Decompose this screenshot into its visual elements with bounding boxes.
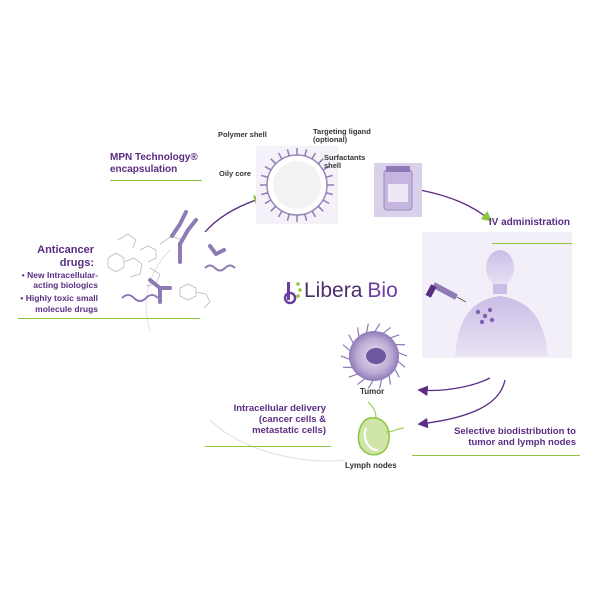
cycle-arc-left: [145, 249, 171, 331]
nanoparticle-spike: [261, 192, 269, 196]
nanoparticle-spike: [325, 174, 333, 178]
syringe-icon: [425, 282, 467, 303]
tumor-cell-icon: [340, 323, 408, 389]
nanoparticle-spike: [325, 192, 333, 196]
tumor-spike: [379, 378, 383, 389]
label-surfactants-shell: Surfactants shell: [324, 153, 366, 171]
rule-iv: [492, 243, 572, 244]
brand-wordmark: Libera Bio: [286, 279, 398, 303]
label-iv: IV administration: [488, 217, 570, 228]
arrow-mpn-to-iv: [419, 189, 492, 222]
tumor-spike: [397, 360, 406, 368]
nanoparticle-spike: [317, 205, 324, 212]
protein-coil-icon: [121, 264, 236, 302]
nanoparticle-spike: [311, 210, 317, 218]
tumor-spike: [388, 374, 392, 385]
molecule-icon: [107, 233, 211, 309]
label-intracellular: Intracellular delivery (cancer cells & m…: [233, 403, 326, 436]
nanoparticle-spike: [286, 213, 290, 221]
anticancer-item-small-molecules: Highly toxic small molecule drugs: [12, 293, 98, 313]
tumor-spike: [348, 334, 355, 344]
anticancer-list: New Intracellular-acting biologics Highl…: [12, 270, 98, 317]
tumor-spike: [389, 334, 400, 339]
arrow-to-tumor: [417, 377, 491, 396]
human-figure-icon: [422, 232, 572, 358]
brand-name-suffix: Bio: [367, 279, 398, 302]
tumor-spike: [342, 344, 351, 352]
rule-selective: [412, 455, 580, 456]
nanoparticle-spike: [264, 199, 272, 205]
tumor-spike: [382, 326, 391, 335]
arrow-drugs-to-mpn: [204, 195, 265, 233]
nanoparticle-spike: [277, 152, 283, 160]
rule-mpn: [110, 180, 202, 181]
nanoparticle-icon: [256, 146, 338, 224]
tumor-spike: [340, 355, 351, 361]
tumor-spike: [374, 323, 381, 333]
vial-icon: [374, 163, 422, 217]
nanoparticle-spike: [317, 158, 324, 165]
tumor-spike: [365, 323, 369, 334]
tumor-spike: [357, 377, 366, 386]
label-tumor: Tumor: [360, 387, 385, 396]
brand-name: Libera: [304, 279, 363, 302]
nanoparticle-spike: [277, 210, 283, 218]
lymph-node-icon: [357, 401, 405, 456]
label-mpn: MPN Technology® encapsulation: [110, 152, 198, 175]
tumor-spike: [356, 327, 360, 338]
tumor-spike: [367, 379, 374, 389]
antibody-icon: [148, 210, 226, 304]
nanoparticle-spike: [270, 205, 277, 212]
tumor-spike: [393, 368, 400, 378]
brand-logo-icon: [283, 282, 302, 305]
label-polymer-shell: Polymer shell: [218, 130, 267, 139]
label-lymph-nodes: Lymph nodes: [345, 461, 397, 470]
nanoparticle-spike: [322, 165, 330, 171]
anticancer-item-biologics: New Intracellular-acting biologics: [12, 270, 98, 290]
nanoparticle-spike: [304, 213, 308, 221]
tumor-spike: [348, 373, 359, 378]
cycle-arc-bottom: [209, 419, 346, 462]
label-oily-core: Oily core: [219, 169, 252, 178]
nanoparticle-spike: [304, 149, 308, 157]
nanoparticle-spike: [264, 165, 272, 171]
rule-intracellular: [205, 446, 331, 447]
label-targeting-ligand: Targeting ligand (optional): [313, 127, 371, 145]
rule-anticancer: [18, 318, 200, 319]
label-selective: Selective biodistribution to tumor and l…: [454, 426, 576, 448]
nanoparticle-spike: [322, 199, 330, 205]
tumor-spike: [397, 351, 408, 357]
nanoparticle-spike: [261, 174, 269, 178]
nanoparticle-spike: [286, 149, 290, 157]
nanoparticle-spike: [311, 152, 317, 160]
nanoparticle-spike: [270, 158, 277, 165]
label-anticancer: Anticancer drugs:: [37, 244, 94, 269]
arrow-to-lymph: [417, 379, 506, 429]
